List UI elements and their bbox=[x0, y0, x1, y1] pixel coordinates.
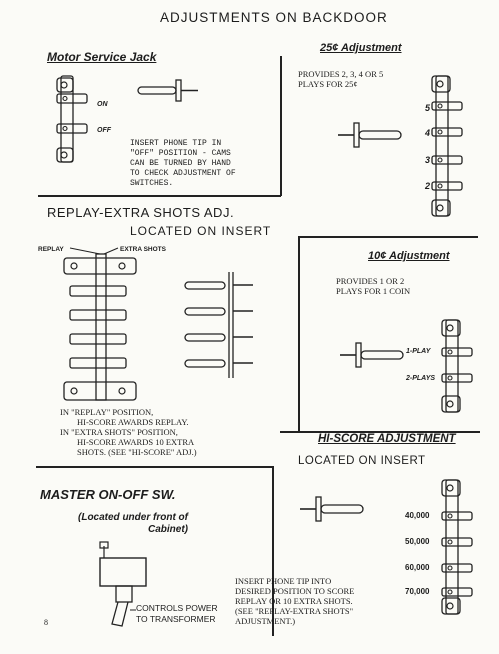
hi-score-40000: 40,000 bbox=[405, 511, 430, 520]
adj-25c-position-4: 4 bbox=[425, 128, 431, 138]
adj-10c-plug-icon bbox=[340, 342, 404, 368]
hi-score-70000: 70,000 bbox=[405, 587, 430, 596]
jack-on-label: ON bbox=[97, 101, 108, 108]
motor-service-jack-heading: Motor Service Jack bbox=[47, 50, 157, 64]
extra-shots-label: EXTRA SHOTS bbox=[120, 246, 166, 253]
adj-25c-description: PROVIDES 2, 3, 4 OR 5 PLAYS FOR 25¢ bbox=[298, 69, 384, 89]
master-switch-subheading: (Located under front of Cabinet) bbox=[78, 512, 188, 535]
divider-hiscore-top bbox=[280, 431, 480, 433]
hi-score-subheading: LOCATED ON INSERT bbox=[298, 455, 426, 467]
toggle-switch-icon bbox=[99, 541, 147, 627]
divider-left-top bbox=[38, 195, 281, 197]
adj-10c-position-2-plays: 2-PLAYS bbox=[406, 375, 436, 382]
adj-25c-plug-icon bbox=[338, 122, 402, 148]
adj-10c-jack-strip-icon bbox=[441, 319, 473, 413]
master-switch-heading: MASTER ON-OFF SW. bbox=[40, 487, 176, 502]
adj-10c-description: PROVIDES 1 OR 2 PLAYS FOR 1 COIN bbox=[336, 276, 411, 296]
adj-10c-heading: 10¢ Adjustment bbox=[368, 250, 450, 262]
replay-extra-heading: REPLAY-EXTRA SHOTS ADJ. bbox=[47, 205, 235, 220]
hi-score-plug-icon bbox=[300, 496, 364, 522]
replay-extra-jack-strip-icon bbox=[63, 247, 137, 401]
replay-label: REPLAY bbox=[38, 246, 64, 253]
jack-off-label: OFF bbox=[97, 127, 111, 134]
adj-25c-position-3: 3 bbox=[425, 155, 431, 165]
adj-25c-jack-strip-icon bbox=[431, 75, 463, 217]
replay-extra-plugs-icon bbox=[184, 272, 253, 378]
divider-vertical bbox=[280, 56, 282, 196]
hi-score-50000: 50,000 bbox=[405, 537, 430, 546]
phone-tip-plug-icon bbox=[137, 79, 198, 102]
divider-10c-top bbox=[298, 236, 478, 238]
hi-score-60000: 60,000 bbox=[405, 563, 430, 572]
page-title: ADJUSTMENTS ON BACKDOOR bbox=[160, 10, 388, 25]
hi-score-jack-strip-icon bbox=[441, 479, 473, 615]
adj-25c-position-5: 5 bbox=[425, 103, 431, 113]
divider-master-right bbox=[272, 466, 274, 636]
divider-master-top bbox=[36, 466, 272, 468]
page-number: 8 bbox=[44, 618, 48, 627]
adj-25c-heading: 25¢ Adjustment bbox=[320, 42, 402, 54]
divider-10c-left bbox=[298, 236, 300, 432]
master-switch-caption: CONTROLS POWER TO TRANSFORMER bbox=[136, 603, 218, 624]
replay-extra-subheading: LOCATED ON INSERT bbox=[130, 224, 272, 238]
adj-25c-position-2: 2 bbox=[425, 181, 431, 191]
hi-score-note: INSERT PHONE TIP INTO DESIRED POSITION T… bbox=[235, 576, 355, 626]
adj-10c-position-1-play: 1-PLAY bbox=[406, 348, 431, 355]
replay-extra-note: IN "REPLAY" POSITION, HI-SCORE AWARDS RE… bbox=[60, 407, 197, 457]
motor-jack-switch-icon bbox=[56, 75, 88, 163]
hi-score-heading: HI-SCORE ADJUSTMENT bbox=[318, 433, 456, 445]
jack-instructions: INSERT PHONE TIP IN "OFF" POSITION - CAM… bbox=[130, 139, 236, 188]
